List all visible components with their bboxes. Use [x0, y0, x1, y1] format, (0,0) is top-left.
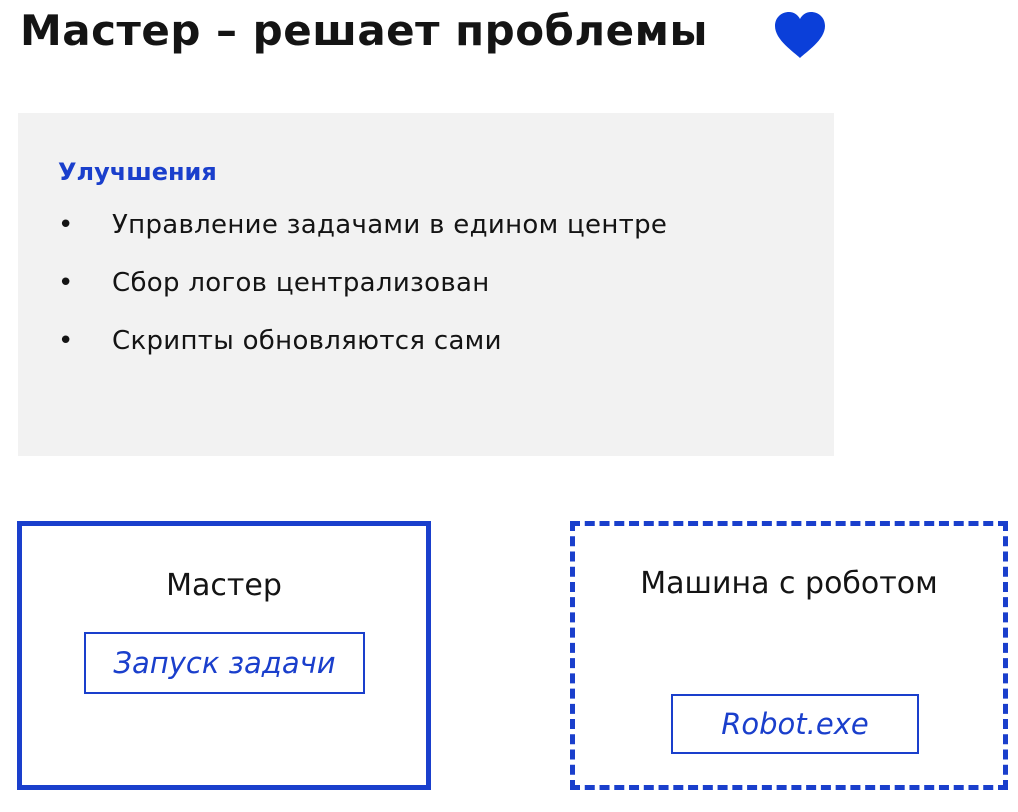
robot-exe-box: Robot.exe — [671, 694, 919, 754]
master-label: Мастер — [166, 568, 282, 603]
bullet-text: Сбор логов централизован — [112, 268, 490, 298]
bullet-icon: • — [58, 210, 74, 240]
list-item: • Сбор логов централизован — [58, 263, 667, 321]
bullet-text: Скрипты обновляются сами — [112, 326, 502, 356]
task-launch-box: Запуск задачи — [84, 632, 365, 694]
robot-machine-box: Машина с роботом Robot.exe — [570, 521, 1008, 790]
master-box: Мастер Запуск задачи — [17, 521, 431, 790]
list-item: • Управление задачами в едином центре — [58, 205, 667, 263]
bullet-icon: • — [58, 326, 74, 356]
robot-machine-label: Машина с роботом — [640, 566, 938, 601]
bullet-text: Управление задачами в едином центре — [112, 210, 668, 240]
improvements-panel: Улучшения • Управление задачами в едином… — [18, 113, 834, 456]
improvements-list: • Управление задачами в едином центре • … — [58, 205, 667, 379]
heart-icon — [775, 12, 825, 58]
slide-title: Мастер – решает проблемы — [20, 6, 708, 55]
list-item: • Скрипты обновляются сами — [58, 321, 667, 379]
improvements-heading: Улучшения — [58, 158, 217, 186]
bullet-icon: • — [58, 268, 74, 298]
